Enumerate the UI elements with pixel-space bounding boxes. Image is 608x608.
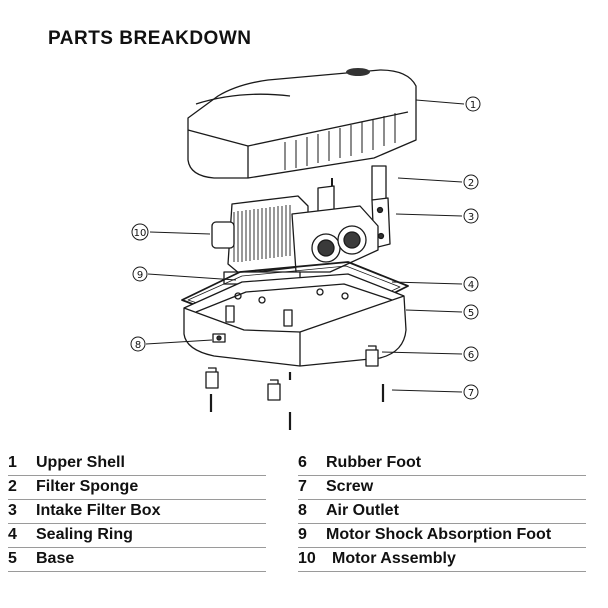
- screws-part: [209, 372, 385, 430]
- callout-3: 3: [468, 212, 474, 223]
- exploded-view-diagram: 1 2 3 4 5 6 7 8 9 10: [130, 68, 481, 430]
- legend-divider: [8, 547, 266, 548]
- legend-label: Filter Sponge: [36, 478, 139, 495]
- legend-row-screw: 7 Screw: [298, 476, 586, 500]
- callout-4: 4: [468, 280, 474, 291]
- legend-row-filter-sponge: 2 Filter Sponge: [8, 476, 266, 500]
- legend-divider: [8, 499, 266, 500]
- legend-row-intake-filter-box: 3 Intake Filter Box: [8, 500, 266, 524]
- motor-assembly-part: [211, 195, 379, 285]
- legend-number: 5: [8, 550, 17, 567]
- legend-number: 10: [298, 550, 316, 567]
- callout-circles: [130, 96, 481, 400]
- legend-label: Motor Shock Absorption Foot: [326, 526, 552, 543]
- callout-9: 9: [137, 270, 143, 281]
- legend-divider: [298, 499, 586, 500]
- legend-divider: [8, 475, 266, 476]
- callout-6: 6: [468, 350, 474, 361]
- legend-divider: [298, 571, 586, 572]
- filter-sponge-part: [331, 165, 387, 201]
- page-title: PARTS BREAKDOWN: [48, 28, 252, 49]
- legend-divider: [8, 571, 266, 572]
- legend-label: Rubber Foot: [326, 454, 422, 471]
- legend-number: 7: [298, 478, 307, 495]
- callout-10: 10: [134, 228, 147, 239]
- legend-divider: [8, 523, 266, 524]
- legend-divider: [298, 523, 586, 524]
- legend-row-base: 5 Base: [8, 548, 266, 572]
- legend-number: 1: [8, 454, 17, 471]
- legend-row-rubber-foot: 6 Rubber Foot: [298, 452, 586, 476]
- legend-number: 2: [8, 478, 17, 495]
- callout-8: 8: [135, 340, 141, 351]
- legend-number: 6: [298, 454, 307, 471]
- legend-row-motor-shock-absorption-foot: 9 Motor Shock Absorption Foot: [298, 524, 586, 548]
- upper-shell-part: [187, 68, 417, 179]
- air-outlet-part: [212, 333, 226, 343]
- legend-label: Upper Shell: [36, 454, 125, 471]
- callout-5: 5: [468, 308, 474, 319]
- legend-row-motor-assembly: 10 Motor Assembly: [298, 548, 586, 572]
- legend-number: 9: [298, 526, 307, 543]
- legend-number: 8: [298, 502, 307, 519]
- rubber-feet-part: [205, 345, 379, 401]
- base-part: [183, 273, 407, 367]
- leader-lines: [145, 99, 465, 393]
- legend-label: Intake Filter Box: [36, 502, 161, 519]
- legend-label: Sealing Ring: [36, 526, 133, 543]
- legend-label: Screw: [326, 478, 374, 495]
- legend-label: Air Outlet: [326, 502, 399, 519]
- legend-row-upper-shell: 1 Upper Shell: [8, 452, 266, 476]
- legend-row-air-outlet: 8 Air Outlet: [298, 500, 586, 524]
- legend-label: Base: [36, 550, 75, 567]
- legend-divider: [298, 475, 586, 476]
- legend-number: 3: [8, 502, 17, 519]
- callout-1: 1: [470, 100, 476, 111]
- callout-2: 2: [468, 178, 474, 189]
- legend-label: Motor Assembly: [332, 550, 456, 567]
- legend-row-sealing-ring: 4 Sealing Ring: [8, 524, 266, 548]
- legend-number: 4: [8, 526, 17, 543]
- callout-7: 7: [468, 388, 474, 399]
- legend-divider: [298, 547, 586, 548]
